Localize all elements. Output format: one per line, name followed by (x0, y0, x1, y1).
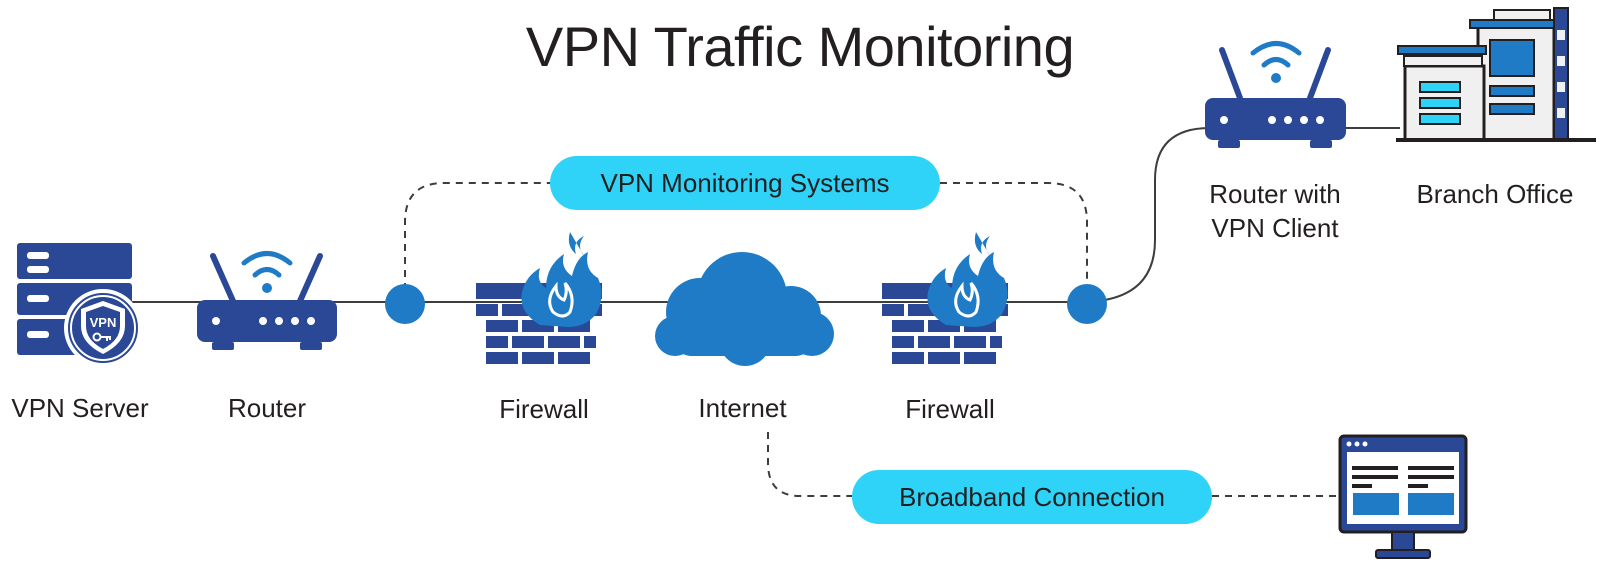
router-icon (197, 251, 337, 350)
vpn-server-icon: VPN (17, 243, 142, 367)
monitoring-systems-pill: VPN Monitoring Systems (550, 156, 940, 210)
router-vpn-client-label-line2: VPN Client (1211, 213, 1339, 243)
branch-office-label: Branch Office (1416, 179, 1574, 209)
branch-link-line (1079, 127, 1400, 303)
router-vpn-client-label-line1: Router with (1209, 179, 1341, 209)
vpn-badge-text: VPN (90, 315, 117, 330)
firewall-right-icon (882, 232, 1008, 364)
internet-cloud-icon (655, 252, 834, 366)
monitor-icon (1338, 434, 1468, 559)
router-label: Router (227, 393, 307, 423)
right-junction-node (1067, 284, 1107, 324)
firewall-left-icon (476, 232, 602, 364)
branch-office-icon (1396, 7, 1596, 142)
monitoring-dashed-line (404, 182, 1088, 290)
broadband-connection-pill: Broadband Connection (852, 470, 1212, 524)
page-title: VPN Traffic Monitoring (525, 15, 1075, 78)
firewall-right-label: Firewall (905, 394, 995, 424)
vpn-server-label: VPN Server (11, 393, 149, 423)
left-junction-node (385, 284, 425, 324)
router-vpn-client-icon (1205, 41, 1346, 148)
firewall-left-label: Firewall (499, 394, 589, 424)
internet-label: Internet (698, 393, 787, 423)
broadband-dashed-line (767, 432, 1336, 497)
